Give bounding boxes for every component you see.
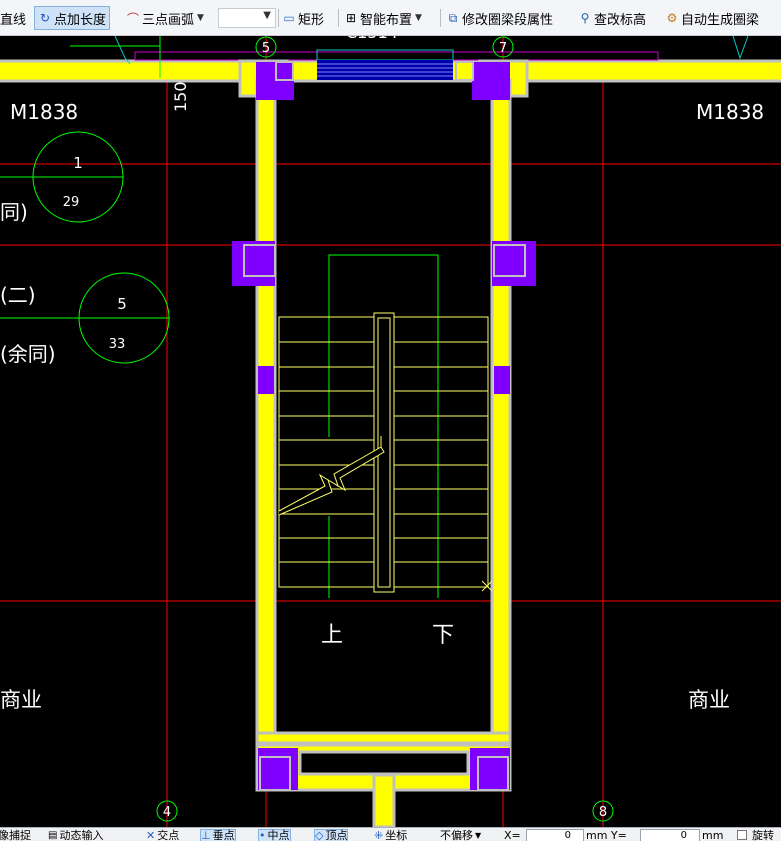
- y-label: mm Y=: [586, 829, 627, 841]
- axis-bubble-5-circle: [255, 36, 277, 58]
- coordinate-icon: ⁜: [374, 829, 384, 841]
- detail-bubble-2: [78, 272, 170, 364]
- axis-bubble-7-circle: [492, 36, 514, 58]
- dynamic-input-label: 动态输入: [59, 829, 104, 841]
- stair-up-label: 上: [321, 623, 343, 648]
- point-length-tool-button[interactable]: ↻ 点加长度: [34, 6, 111, 30]
- offset-dropdown-icon: ▼: [475, 831, 482, 840]
- note-text-3: (余同): [0, 342, 56, 366]
- snap-label: 像捕捉: [0, 829, 31, 841]
- columns[interactable]: [232, 62, 536, 790]
- y-coordinate-input[interactable]: 0: [640, 829, 700, 841]
- x-label-text: X=: [504, 829, 521, 841]
- perpendicular-label: 垂点: [212, 829, 235, 841]
- modify-ringbeam-button[interactable]: ⧉ 修改圈梁段属性: [446, 6, 553, 30]
- stair-treads[interactable]: [278, 312, 493, 593]
- intersection-label: 交点: [157, 829, 180, 841]
- x-label: X=: [504, 829, 521, 841]
- arc-icon: ⌒: [126, 11, 139, 26]
- toolbar-separator: [440, 9, 441, 27]
- toolbar-separator: [278, 9, 279, 27]
- vertex-snap[interactable]: ◇ 顶点: [314, 829, 349, 841]
- y-label-text: mm Y=: [586, 829, 627, 841]
- snap-status-bar: 像捕捉 ▤ 动态输入 ✕ 交点 ⊥ 垂点 • 中点 ◇ 顶点 ⁜ 坐标 不偏移 …: [0, 827, 781, 841]
- three-point-arc-label: 三点画弧: [142, 12, 195, 28]
- axis-bubble-8-circle: [592, 800, 614, 822]
- perpendicular-icon: ⊥: [201, 829, 211, 841]
- modify-property-icon: ⧉: [448, 10, 458, 25]
- snap-toggle[interactable]: 像捕捉: [0, 829, 31, 841]
- vertex-label: 顶点: [325, 829, 348, 841]
- auto-ringbeam-label: 自动生成圈梁: [681, 12, 760, 28]
- check-elevation-icon: ⚲: [580, 11, 590, 25]
- axis-label-5: 5: [262, 41, 270, 56]
- check-elevation-label: 查改标高: [594, 12, 647, 28]
- detail-2-number: 5: [117, 295, 127, 313]
- line-tool-label: 直线: [0, 12, 27, 28]
- offset-label: 不偏移: [440, 829, 473, 841]
- midpoint-label: 中点: [267, 829, 290, 841]
- drawing-toolbar: 直线 ↻ 点加长度 ⌒ 三点画弧 ▼ ▼ ▭ 矩形 ⊞ 智能布置 ▼ ⧉ 修改圈…: [0, 0, 781, 36]
- rotate-label-text: 旋转: [752, 829, 774, 841]
- modify-ringbeam-label: 修改圈梁段属性: [462, 12, 554, 28]
- dimension-150: 150: [171, 81, 190, 112]
- line-tool-button[interactable]: 直线: [0, 6, 26, 30]
- check-elevation-button[interactable]: ⚲ 查改标高: [578, 6, 646, 30]
- axis-bubble-4-circle: [156, 800, 178, 822]
- coordinate-label: 坐标: [385, 829, 408, 841]
- detail-2-sheet: 33: [109, 337, 126, 352]
- annotation-lines: [0, 36, 614, 822]
- toolbar-combo[interactable]: ▼: [218, 8, 276, 28]
- mm-unit-text: mm: [702, 829, 724, 841]
- combo-dropdown-icon: ▼: [263, 10, 271, 21]
- note-text-1: 同): [0, 200, 28, 224]
- room-label-left: 商业: [0, 688, 42, 712]
- perpendicular-snap[interactable]: ⊥ 垂点: [200, 829, 236, 841]
- smart-layout-dropdown-icon: ▼: [415, 13, 422, 23]
- rectangle-label: 矩形: [298, 12, 325, 28]
- axis-label-4: 4: [163, 805, 171, 820]
- rectangle-icon: ▭: [283, 11, 295, 25]
- column-outlines: [243, 61, 526, 791]
- axis-label-7: 7: [499, 41, 507, 56]
- dynamic-input-toggle[interactable]: ▤ 动态输入: [48, 829, 103, 841]
- vertex-icon: ◇: [315, 829, 324, 841]
- detail-1-sheet: 29: [63, 195, 80, 210]
- door-label-left: M1838: [10, 100, 78, 124]
- point-length-label: 点加长度: [54, 12, 107, 28]
- room-label-right: 商业: [688, 688, 730, 712]
- x-coordinate-input[interactable]: 0: [526, 829, 584, 841]
- midpoint-icon: •: [259, 829, 266, 841]
- door-label-right: M1838: [696, 100, 764, 124]
- coordinate-snap[interactable]: ⁜ 坐标: [374, 829, 407, 841]
- mm-unit-label: mm: [702, 829, 723, 841]
- dynamic-input-icon: ▤: [48, 830, 58, 841]
- intersection-icon: ✕: [146, 829, 156, 841]
- detail-bubble-1: [32, 131, 124, 223]
- smart-layout-label: 智能布置: [360, 12, 413, 28]
- x-value: 0: [564, 830, 571, 841]
- auto-ringbeam-button[interactable]: ⚙ 自动生成圈梁: [665, 6, 759, 30]
- offset-select[interactable]: 不偏移 ▼: [440, 829, 481, 841]
- cyan-marks: [114, 35, 749, 65]
- rotate-label: 旋转: [752, 829, 774, 841]
- midpoint-snap[interactable]: • 中点: [258, 829, 291, 841]
- rectangle-tool-button[interactable]: ▭ 矩形: [282, 6, 324, 30]
- smart-layout-button[interactable]: ⊞ 智能布置 ▼: [344, 6, 422, 30]
- auto-generate-icon: ⚙: [666, 11, 678, 25]
- three-point-arc-button[interactable]: ⌒ 三点画弧 ▼: [126, 6, 204, 30]
- smart-layout-icon: ⊞: [345, 11, 357, 25]
- y-value: 0: [680, 830, 687, 841]
- intersection-snap[interactable]: ✕ 交点: [146, 829, 179, 841]
- toolbar-separator: [338, 9, 339, 27]
- rotate-checkbox[interactable]: [737, 830, 747, 840]
- arc-dropdown-icon: ▼: [197, 13, 204, 23]
- detail-1-number: 1: [73, 154, 83, 172]
- stair-down-label: 下: [432, 623, 454, 648]
- window-c1514[interactable]: [134, 49, 659, 80]
- point-length-icon: ↻: [39, 11, 51, 25]
- note-text-2: (二): [0, 283, 36, 307]
- axis-label-8: 8: [599, 805, 607, 820]
